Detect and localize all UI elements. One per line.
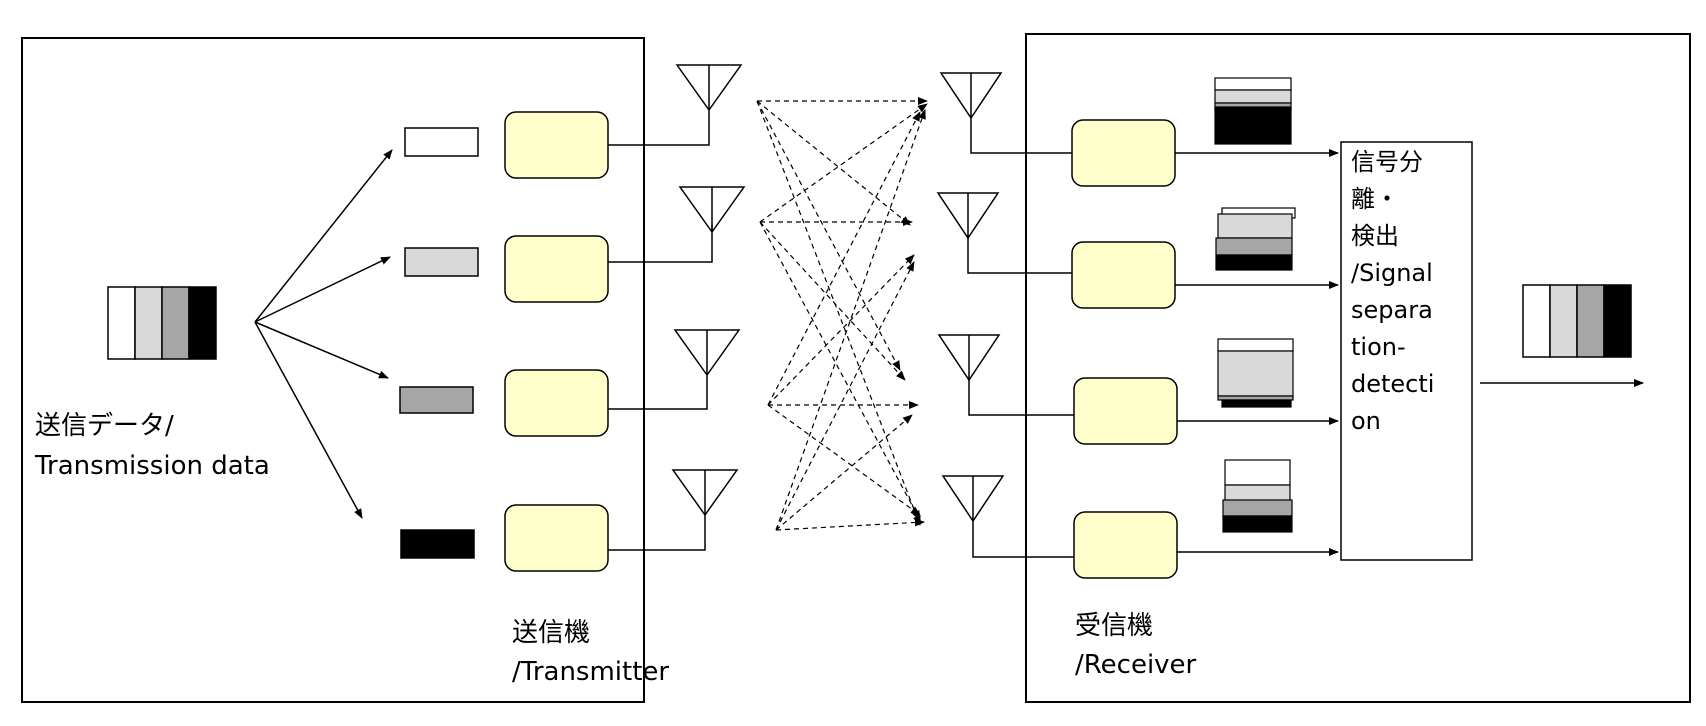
receiver-module-4: [1073, 511, 1178, 579]
stream-block-4: [400, 529, 475, 559]
transmitter-module-2: [504, 235, 609, 303]
wireless-channel-paths: [756, 97, 928, 531]
stream-block-1: [404, 127, 479, 157]
received-signal-stack-2: [1215, 207, 1296, 271]
signal-separation-detection-label: 信号分 離・ 検出 /Signal separa tion- detecti o…: [1351, 148, 1442, 435]
receiver-module-1: [1071, 119, 1176, 187]
receive-antenna-3: [937, 334, 1001, 382]
received-signal-stack-3: [1217, 338, 1294, 408]
receiver-connectors: [967, 118, 1074, 558]
transmit-antenna-1: [675, 64, 743, 112]
source-data-block: [107, 286, 217, 360]
transmit-antenna-4: [671, 469, 739, 517]
stream-block-2: [404, 247, 479, 277]
recovered-data-block: [1522, 284, 1632, 358]
receiver-module-3: [1073, 377, 1178, 445]
received-signal-stack-1: [1214, 77, 1292, 145]
transmit-antenna-3: [673, 329, 741, 377]
received-signal-stack-4: [1222, 459, 1293, 533]
transmitter-connectors: [608, 110, 713, 551]
receiver-label: 受信機 /Receiver: [1075, 611, 1197, 680]
transmitter-module-1: [504, 111, 609, 179]
receive-antenna-2: [936, 192, 1000, 240]
transmitter-module-4: [504, 504, 609, 572]
receiver-frame: [1025, 33, 1691, 703]
split-arrows: [254, 149, 393, 519]
transmitter-frame: [21, 37, 645, 703]
receive-antenna-4: [941, 475, 1005, 523]
transmit-antenna-2: [678, 186, 746, 234]
receiver-module-2: [1071, 241, 1176, 309]
transmitter-module-3: [504, 369, 609, 437]
receive-antenna-1: [939, 72, 1003, 120]
signal-separation-detection-box: [1340, 141, 1473, 561]
transmission-data-label: 送信データ/ Transmission data: [34, 411, 270, 481]
transmitter-label: 送信機 /Transmitter: [512, 618, 669, 687]
receiver-output-arrows: [1175, 149, 1339, 556]
stream-block-3: [399, 386, 474, 414]
